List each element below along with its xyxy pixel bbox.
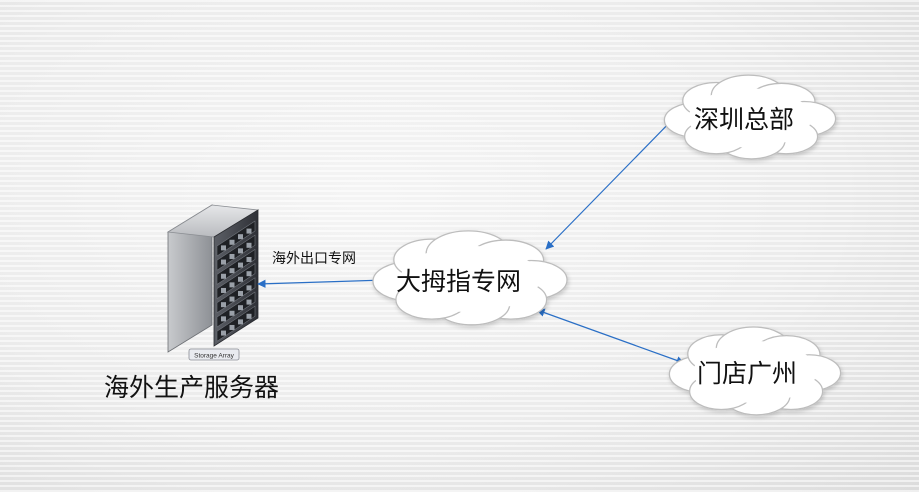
- storage-array-badge: Storage Array: [194, 353, 234, 360]
- drive-slot: [229, 324, 235, 330]
- drive-slot: [229, 310, 235, 316]
- drive-bay: [216, 248, 256, 285]
- drive-slot: [238, 234, 243, 240]
- drive-slot: [238, 276, 243, 282]
- drive-slot: [246, 271, 252, 277]
- drive-slot: [238, 248, 243, 254]
- storage-array-icon: Storage Array: [166, 204, 260, 361]
- store-label: 门店广州: [697, 359, 798, 388]
- hq-label: 深圳总部: [694, 105, 795, 134]
- cloud-body: [400, 245, 540, 313]
- drive-slot: [238, 305, 243, 311]
- link-core-store: [536, 308, 685, 365]
- drive-slot: [221, 273, 226, 279]
- drive-slot: [221, 330, 226, 336]
- drive-slot: [229, 296, 235, 302]
- server-label: 海外生产服务器: [104, 373, 280, 402]
- drive-bay: [216, 234, 256, 271]
- drive-slot: [246, 285, 252, 291]
- drive-slot: [221, 259, 226, 265]
- cloud-body: [693, 341, 817, 403]
- drive-slot: [246, 228, 252, 234]
- drive-slot: [221, 316, 226, 322]
- drive-bay: [216, 277, 256, 314]
- drive-slot: [221, 245, 226, 251]
- link-label-overseas: 海外出口专网: [272, 251, 356, 267]
- drive-slot: [229, 268, 235, 274]
- drive-slot: [246, 313, 252, 319]
- core-network-label: 大拇指专网: [396, 267, 522, 296]
- store-cloud-icon: [668, 326, 842, 416]
- drive-slot: [238, 319, 243, 325]
- drive-slot: [221, 287, 226, 293]
- drive-bay: [216, 305, 256, 342]
- drive-slot: [246, 256, 252, 262]
- drive-slot: [229, 282, 235, 288]
- drive-slot: [229, 253, 235, 259]
- drive-slot: [246, 242, 252, 248]
- drive-bay: [216, 263, 256, 300]
- link-server-core: [257, 276, 386, 288]
- drive-bay: [216, 220, 256, 257]
- drive-slot: [229, 239, 235, 245]
- drive-slot: [238, 262, 243, 268]
- drive-slot: [246, 299, 252, 305]
- drive-slot: [221, 302, 226, 308]
- drive-slot: [238, 290, 243, 296]
- link-core-hq: [545, 114, 678, 250]
- cloud-body: [688, 88, 812, 148]
- drive-bay: [216, 291, 256, 328]
- core-network-cloud-icon: [372, 230, 568, 326]
- hq-cloud-icon: [663, 74, 837, 160]
